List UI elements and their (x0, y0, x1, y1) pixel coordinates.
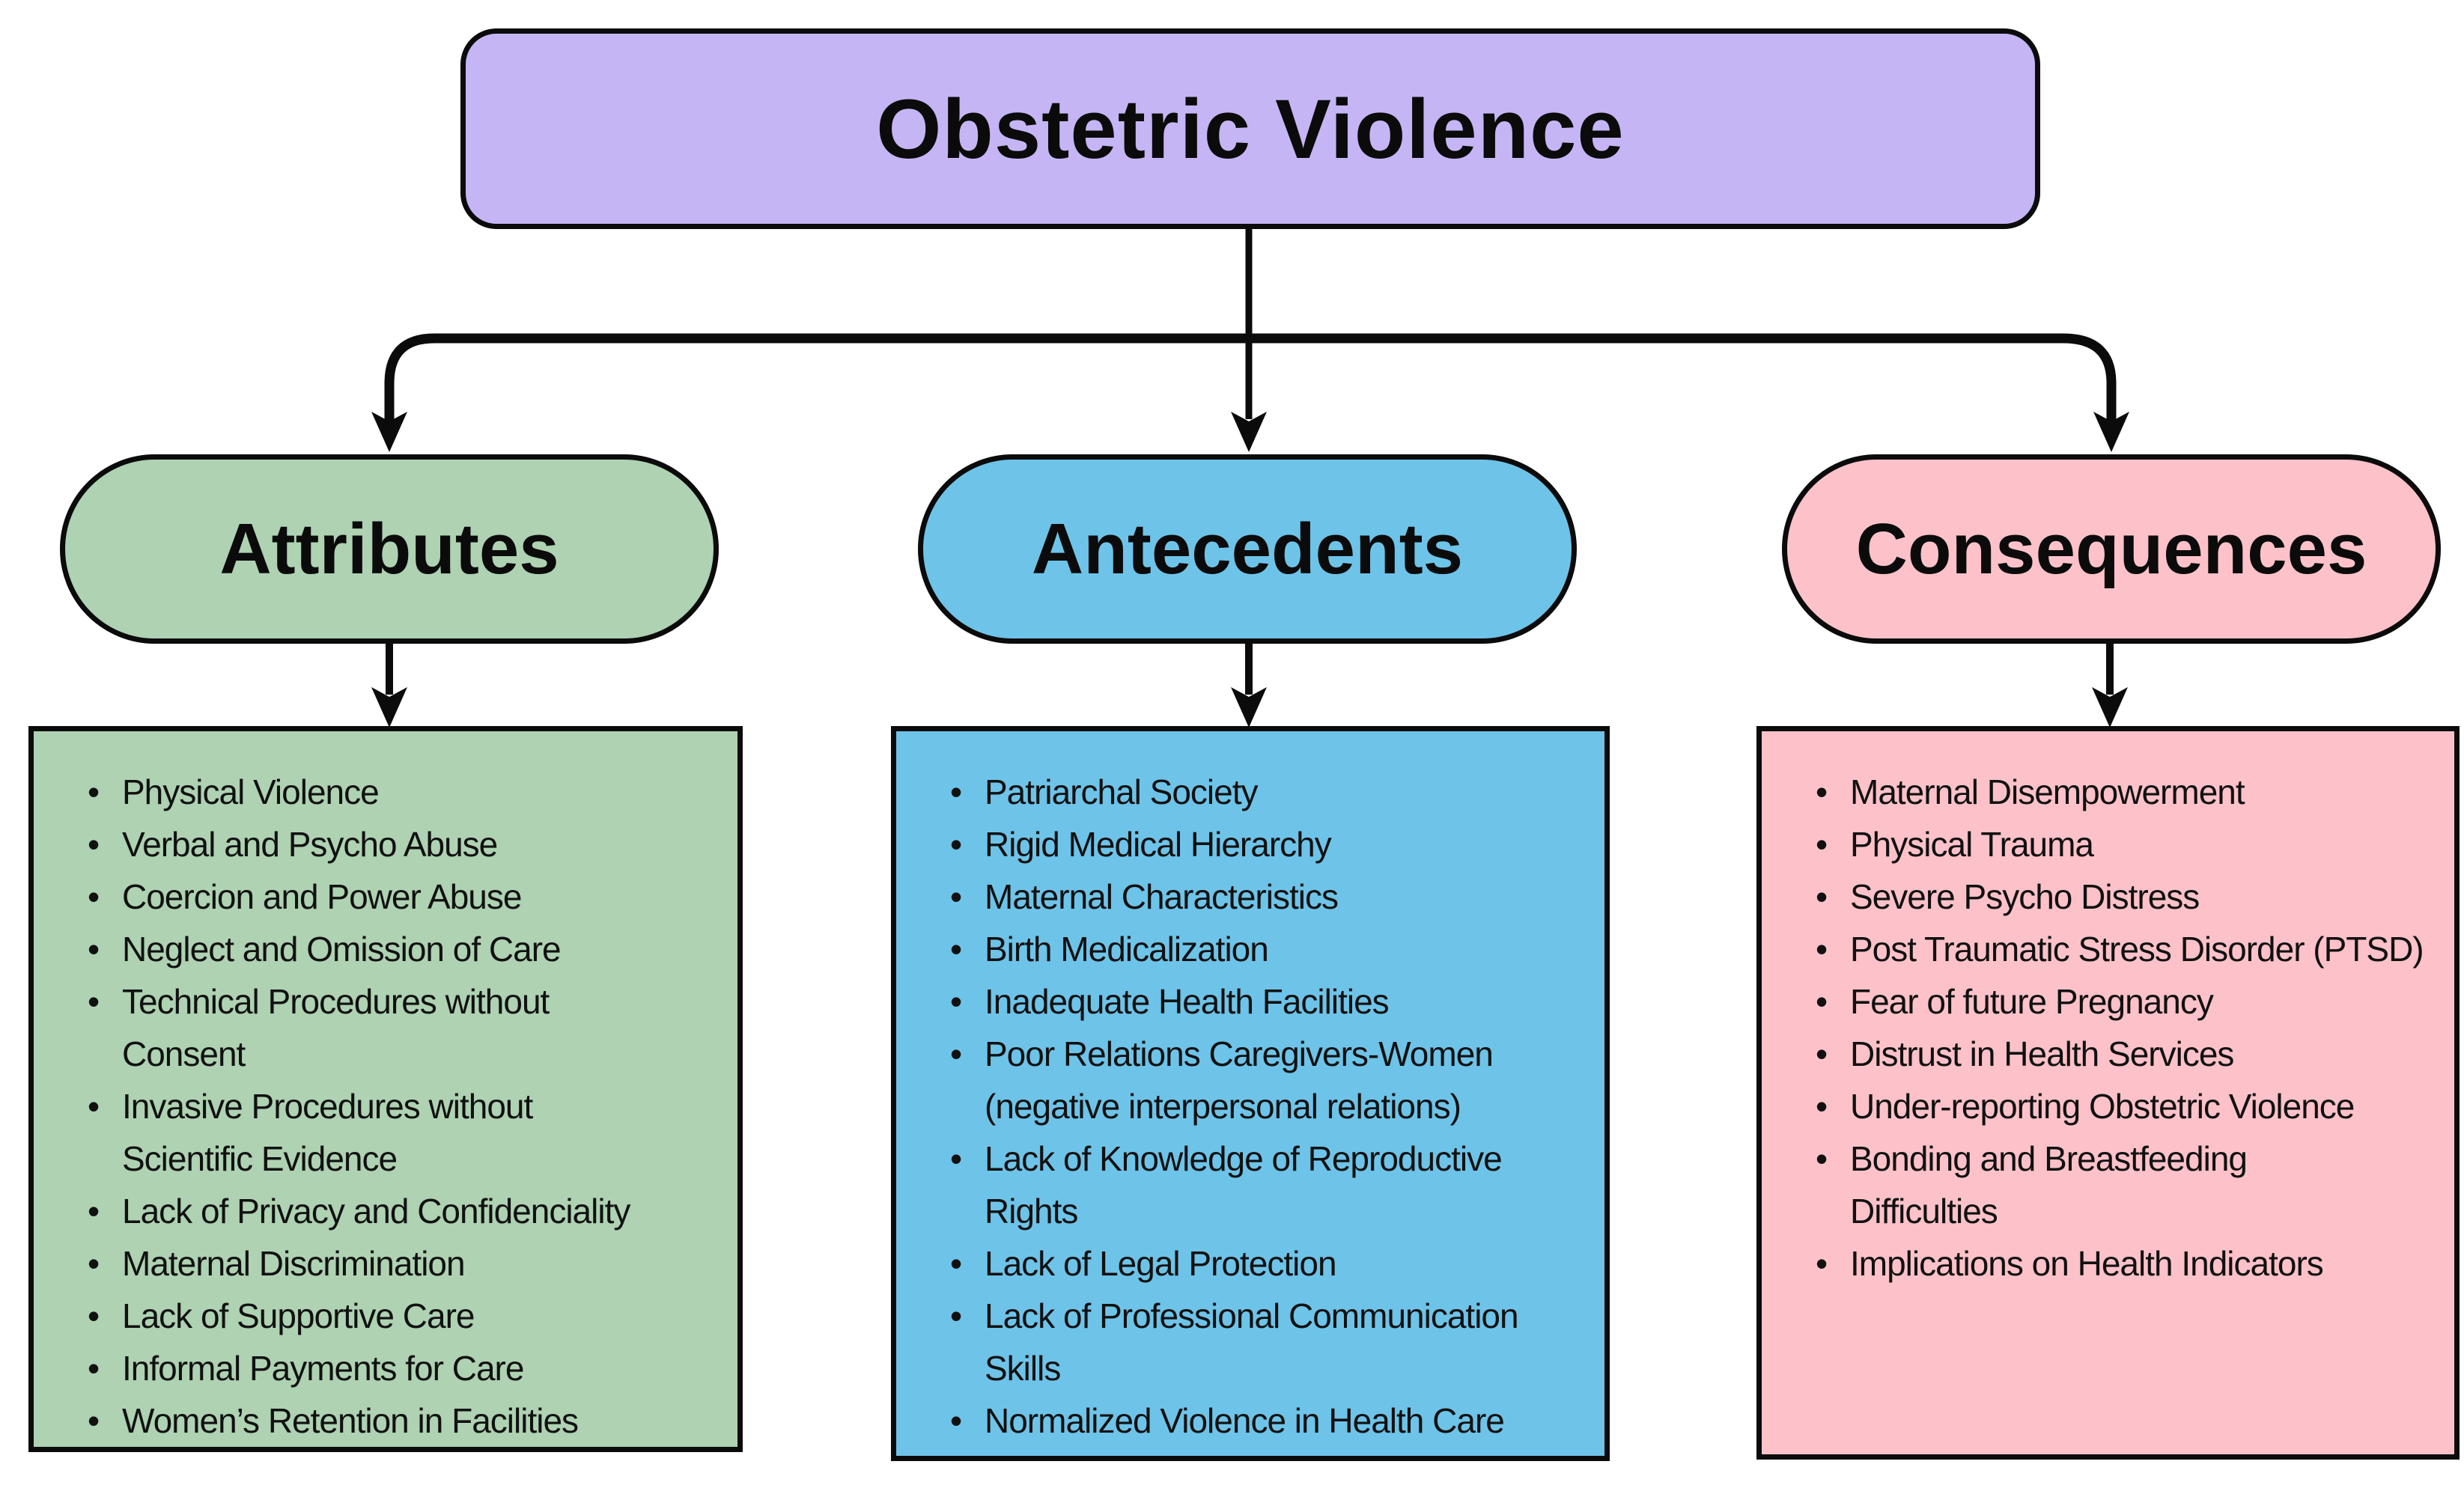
list-item: Under-reporting Obstetric Violence (1814, 1080, 2450, 1132)
arrowhead-antecedents-box (1231, 687, 1267, 728)
list-item: Severe Psycho Distress (1814, 871, 2450, 923)
list-item: Informal Payments for Care (86, 1342, 733, 1394)
attributes-list: Physical ViolenceVerbal and Psycho Abuse… (34, 731, 737, 1447)
list-item: Coercion and Power Abuse (86, 871, 733, 923)
branch-pill-attributes-label: Attributes (219, 508, 559, 589)
root-node: Obstetric Violence (460, 28, 2040, 229)
list-item: Lack of Legal Protection (949, 1237, 1600, 1290)
arrowhead-attributes-box (371, 687, 407, 728)
arrowhead-attributes (371, 412, 407, 452)
list-item: Lack of Supportive Care (86, 1290, 733, 1342)
list-item: Maternal Discrimination (86, 1237, 733, 1290)
antecedents-list: Patriarchal SocietyRigid Medical Hierarc… (896, 731, 1604, 1447)
list-item: Physical Violence (86, 766, 733, 818)
branch-bar-line (384, 333, 2117, 428)
list-item: Lack of Privacy and Confidenciality (86, 1185, 733, 1237)
list-item: Distrust in Health Services (1814, 1028, 2450, 1080)
list-item: Birth Medicalization (949, 923, 1600, 975)
branch-pill-consequences: Consequences (1782, 454, 2441, 644)
list-item: Poor Relations Caregivers-Women (negativ… (949, 1028, 1600, 1132)
list-item: Verbal and Psycho Abuse (86, 818, 733, 871)
root-title: Obstetric Violence (876, 82, 1625, 176)
list-item: Women’s Retention in Facilities (86, 1394, 733, 1447)
list-item: Normalized Violence in Health Care (949, 1394, 1600, 1447)
branch-pill-antecedents-label: Antecedents (1031, 508, 1464, 589)
list-item: Maternal Characteristics (949, 871, 1600, 923)
list-item: Neglect and Omission of Care (86, 923, 733, 975)
list-item: Rigid Medical Hierarchy (949, 818, 1600, 871)
list-item: Inadequate Health Facilities (949, 975, 1600, 1028)
list-item: Invasive Procedures without Scientific E… (86, 1080, 733, 1185)
branch-pill-antecedents: Antecedents (918, 454, 1577, 644)
list-item: Maternal Disempowerment (1814, 766, 2450, 818)
arrowhead-consequences-box (2092, 687, 2128, 728)
attributes-list-box: Physical ViolenceVerbal and Psycho Abuse… (28, 726, 743, 1452)
list-item: Implications on Health Indicators (1814, 1237, 2450, 1290)
arrowhead-consequences (2093, 412, 2129, 452)
list-item: Lack of Professional Communication Skill… (949, 1290, 1600, 1394)
list-item: Fear of future Pregnancy (1814, 975, 2450, 1028)
branch-pill-attributes: Attributes (60, 454, 719, 644)
branch-pill-consequences-label: Consequences (1855, 508, 2367, 589)
list-item: Bonding and Breastfeeding Difficulties (1814, 1132, 2450, 1237)
consequences-list: Maternal DisempowermentPhysical TraumaSe… (1762, 731, 2454, 1290)
arrowhead-antecedents (1231, 412, 1267, 452)
list-item: Post Traumatic Stress Disorder (PTSD) (1814, 923, 2450, 975)
list-item: Patriarchal Society (949, 766, 1600, 818)
list-item: Physical Trauma (1814, 818, 2450, 871)
consequences-list-box: Maternal DisempowermentPhysical TraumaSe… (1756, 726, 2460, 1460)
antecedents-list-box: Patriarchal SocietyRigid Medical Hierarc… (891, 726, 1610, 1461)
list-item: Lack of Knowledge of Reproductive Rights (949, 1132, 1600, 1237)
list-item: Technical Procedures without Consent (86, 975, 733, 1080)
